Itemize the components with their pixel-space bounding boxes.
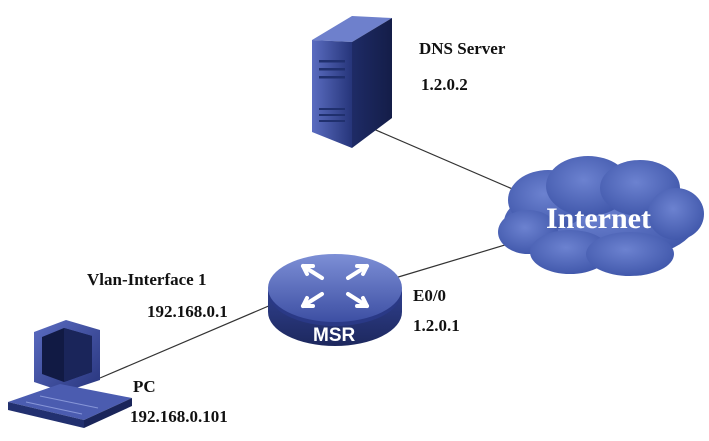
pc-ip-label: 192.168.0.101 <box>130 407 228 426</box>
pc-icon <box>8 320 132 428</box>
internet-label: Internet <box>546 202 651 235</box>
cloud-icon <box>498 156 704 276</box>
pc-label: PC <box>133 377 156 396</box>
link-server-internet <box>347 117 539 201</box>
router-label: MSR <box>313 325 356 346</box>
link-router-pc <box>99 301 279 379</box>
dns-server-ip: 1.2.0.2 <box>421 75 468 94</box>
dns-server-label: DNS Server <box>419 39 506 58</box>
wan-ip-label: 1.2.0.1 <box>413 316 460 335</box>
wan-interface-label: E0/0 <box>413 286 447 305</box>
lan-ip-label: 192.168.0.1 <box>147 302 228 321</box>
router-icon <box>268 254 402 346</box>
lan-interface-label: Vlan-Interface 1 <box>87 270 207 289</box>
server-icon <box>312 16 392 148</box>
